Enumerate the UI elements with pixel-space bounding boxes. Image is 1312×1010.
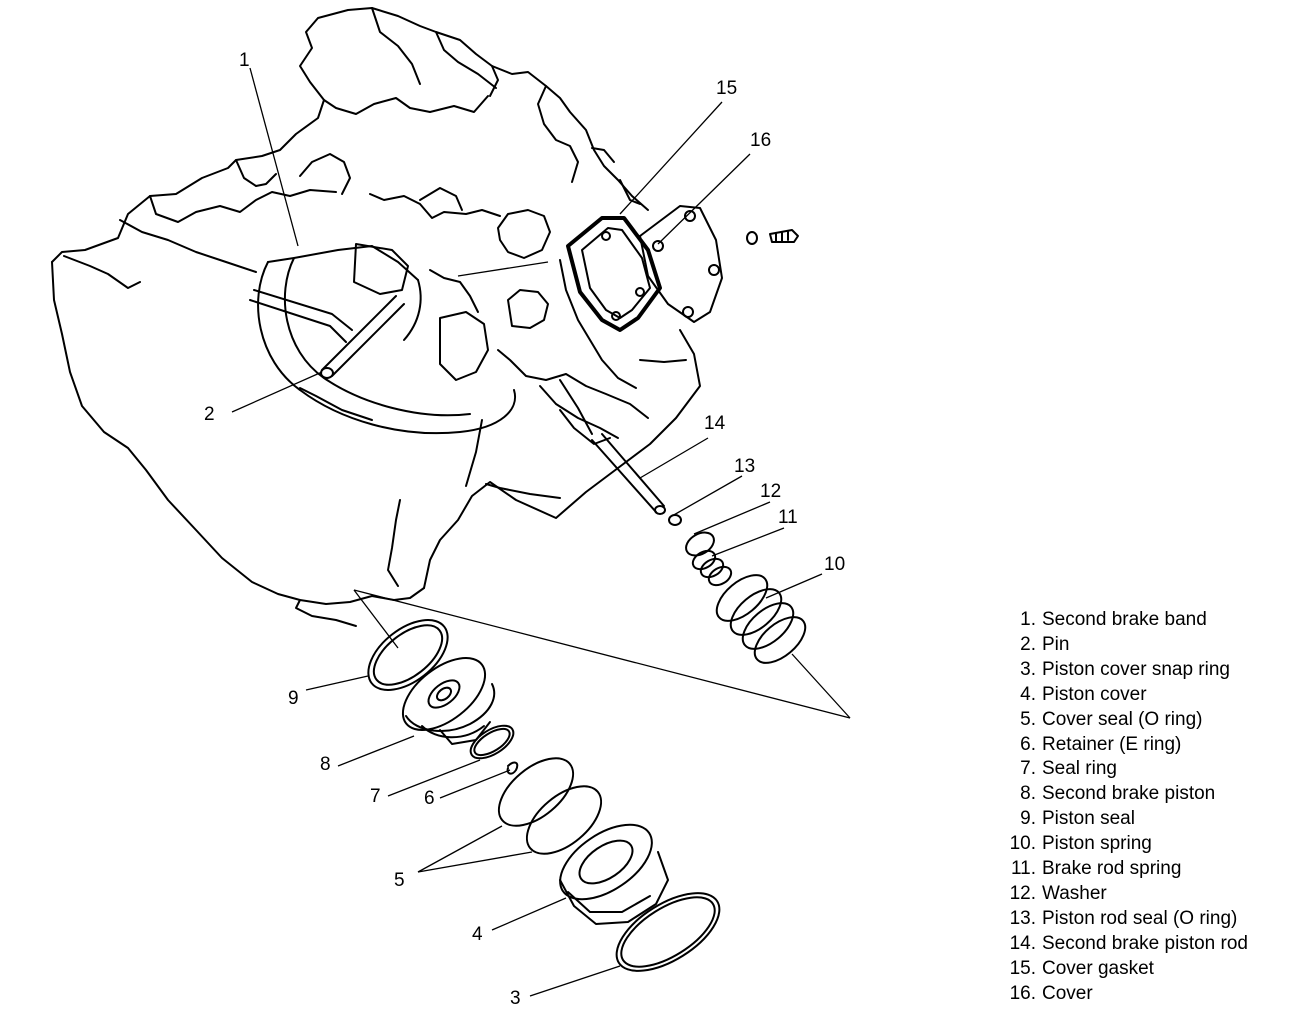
legend-item-number: 12. xyxy=(1009,882,1036,904)
legend-item: 12. Washer xyxy=(996,882,1306,907)
cover-seal-drawing xyxy=(497,757,603,855)
legend-item-label: Brake rod spring xyxy=(1042,858,1182,880)
legend-item-label: Pin xyxy=(1042,633,1070,655)
piston-seal-drawing xyxy=(367,619,449,691)
callout-14: 14 xyxy=(704,413,726,434)
legend-item: 9. Piston seal xyxy=(996,807,1306,832)
callout-13: 13 xyxy=(734,456,755,477)
second-brake-piston-drawing xyxy=(401,657,496,745)
legend-item-label: Washer xyxy=(1042,882,1107,904)
legend-item-label: Second brake piston xyxy=(1042,783,1216,805)
legend-item: 10. Piston spring xyxy=(996,832,1306,857)
legend-item-number: 10. xyxy=(1009,833,1036,855)
cover-gasket-drawing xyxy=(566,216,662,332)
legend-item-number: 3. xyxy=(1020,658,1036,680)
leader-lines xyxy=(231,67,851,997)
callout-9: 9 xyxy=(288,688,299,709)
retainer-drawing xyxy=(506,761,519,775)
legend-item-label: Second brake piston rod xyxy=(1042,932,1248,954)
legend-item: 7. Seal ring xyxy=(996,757,1306,782)
callout-4: 4 xyxy=(472,924,483,945)
piston-cover-drawing xyxy=(559,823,669,925)
legend-item-number: 8. xyxy=(1020,783,1036,805)
legend-item-label: Piston rod seal (O ring) xyxy=(1042,907,1238,929)
callout-5: 5 xyxy=(394,870,405,891)
legend-item: 2. Pin xyxy=(996,633,1306,658)
legend-item-number: 16. xyxy=(1009,982,1036,1004)
legend-item: 14. Second brake piston rod xyxy=(996,932,1306,957)
brake-band-drawing xyxy=(249,243,517,435)
transmission-case xyxy=(51,7,701,627)
legend-item-number: 6. xyxy=(1020,733,1036,755)
legend-item-number: 1. xyxy=(1020,609,1036,630)
legend-item: 15. Cover gasket xyxy=(996,957,1306,982)
callout-7: 7 xyxy=(370,786,381,807)
legend-item: 13. Piston rod seal (O ring) xyxy=(996,907,1306,932)
snap-ring-drawing xyxy=(615,892,721,972)
legend-item-number: 5. xyxy=(1020,708,1036,730)
legend-item-label: Piston cover xyxy=(1042,683,1147,705)
legend-item: 6. Retainer (E ring) xyxy=(996,733,1306,758)
bolt-and-washer-drawing xyxy=(746,229,799,245)
legend-item-number: 4. xyxy=(1020,683,1036,705)
legend-item: 8. Second brake piston xyxy=(996,782,1306,807)
legend-item-label: Retainer (E ring) xyxy=(1042,733,1182,755)
callout-6: 6 xyxy=(424,788,435,809)
legend-item-number: 11. xyxy=(1010,858,1036,880)
callout-10: 10 xyxy=(824,554,845,575)
legend-item-number: 7. xyxy=(1020,758,1036,780)
legend-item-label: Piston seal xyxy=(1042,808,1135,830)
legend-item-label: Cover gasket xyxy=(1042,957,1154,979)
callout-1: 1 xyxy=(239,50,250,71)
pin-drawing xyxy=(320,295,405,379)
rod-small-parts xyxy=(668,514,733,587)
callout-15: 15 xyxy=(716,78,737,99)
callout-8: 8 xyxy=(320,754,331,775)
parts-legend: 1. Second brake band 2. Pin 3. Piston cover s… xyxy=(996,608,1306,1007)
legend-item-number: 2. xyxy=(1020,633,1036,655)
legend-item: 5. Cover seal (O ring) xyxy=(996,708,1306,733)
legend-item: 16. Cover xyxy=(996,982,1306,1007)
callout-16: 16 xyxy=(750,130,771,151)
callout-11: 11 xyxy=(778,507,798,528)
legend-item: 4. Piston cover xyxy=(996,683,1306,708)
legend-item-number: 9. xyxy=(1020,808,1036,830)
callout-2: 2 xyxy=(204,404,215,425)
piston-rod-drawing xyxy=(559,379,666,515)
callout-12: 12 xyxy=(760,481,781,502)
legend-item: 1. Second brake band xyxy=(996,608,1306,633)
callout-3: 3 xyxy=(510,988,521,1009)
seal-ring-drawing xyxy=(469,724,515,760)
legend-item-number: 13. xyxy=(1009,907,1036,929)
legend-item: 3. Piston cover snap ring xyxy=(996,658,1306,683)
legend-item-label: Cover xyxy=(1042,982,1093,1004)
legend-item-number: 15. xyxy=(1009,957,1036,979)
cover-drawing xyxy=(639,205,723,323)
legend-item-label: Second brake band xyxy=(1042,609,1207,630)
legend-item: 11. Brake rod spring xyxy=(996,857,1306,882)
legend-item-label: Cover seal (O ring) xyxy=(1042,708,1203,730)
callout-numbers: 1 2 3 4 5 6 7 8 9 10 11 12 13 14 15 16 xyxy=(204,50,845,1009)
legend-item-label: Seal ring xyxy=(1042,758,1117,780)
legend-item-number: 14. xyxy=(1009,932,1036,954)
legend-item-label: Piston cover snap ring xyxy=(1042,658,1230,680)
legend-item-label: Piston spring xyxy=(1042,833,1152,855)
